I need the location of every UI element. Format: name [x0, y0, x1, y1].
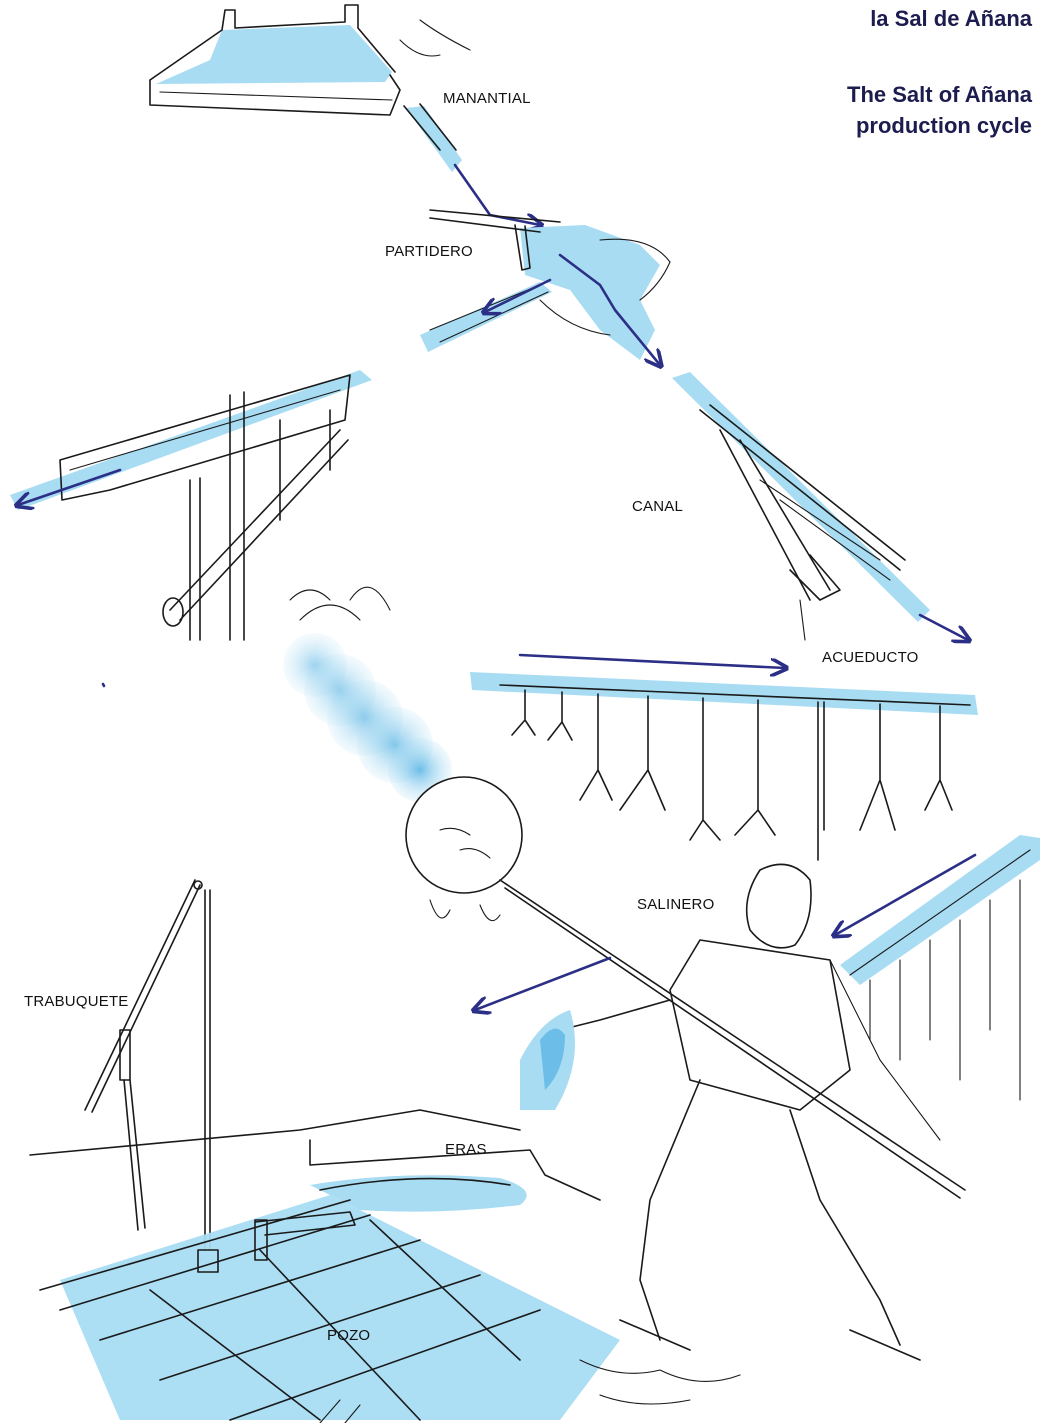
title-english-line2: production cycle — [856, 111, 1032, 141]
eras-drawing — [30, 1110, 600, 1212]
canal-drawing — [672, 372, 930, 640]
label-trabuquete: TRABUQUETE — [24, 993, 129, 1010]
label-acueducto: ACUEDUCTO — [822, 649, 919, 666]
label-manantial: MANANTIAL — [443, 90, 531, 107]
title-spanish: la Sal de Añana — [870, 4, 1032, 34]
trabuquete-drawing — [85, 880, 210, 1250]
acueducto-drawing — [470, 672, 978, 860]
brine-splash — [283, 587, 522, 920]
label-canal: CANAL — [632, 498, 683, 515]
pozo-drawing — [40, 1195, 620, 1420]
title-english-line1: The Salt of Añana — [847, 80, 1032, 110]
manantial-drawing — [150, 5, 470, 172]
label-partidero: PARTIDERO — [385, 243, 473, 260]
partidero-drawing — [420, 210, 670, 360]
left-channel-drawing — [10, 370, 372, 640]
label-salinero: SALINERO — [637, 896, 714, 913]
label-pozo: POZO — [327, 1327, 370, 1344]
label-eras: ERAS — [445, 1141, 487, 1158]
